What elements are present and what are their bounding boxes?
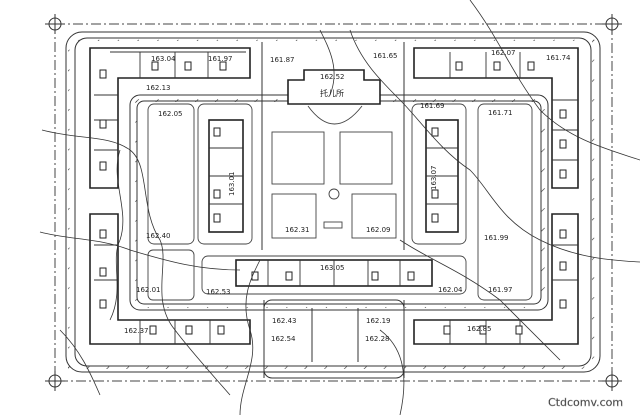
elevation-label: 163.04 (151, 55, 176, 63)
watermark: Ctdcomv.com (548, 396, 623, 409)
building-top-left (89, 47, 251, 189)
elevation-label: 161.71 (488, 109, 513, 117)
elevation-label: 162.54 (271, 335, 296, 343)
elevation-label: 162.43 (272, 317, 297, 325)
elevation-label: 162.04 (438, 286, 463, 294)
elevation-label: 162.37 (124, 327, 149, 335)
kindergarten-building (287, 69, 381, 105)
site-boundary (54, 23, 613, 382)
elevation-label: 162.85 (467, 325, 492, 333)
elevation-label: 161.87 (270, 56, 295, 64)
contour-lines (39, 0, 640, 415)
elevation-label: 162.31 (285, 226, 310, 234)
elevation-label: 162.07 (491, 49, 516, 57)
elevation-label: 161.65 (373, 52, 398, 60)
elevation-label: 161.99 (484, 234, 509, 242)
elevation-label: 161.97 (488, 286, 513, 294)
elevation-label: 162.52 (320, 73, 345, 81)
kindergarten-label: 托儿所 (320, 88, 344, 98)
elevation-labels: 163.04 161.97 161.87 162.52 161.65 162.0… (124, 49, 571, 343)
elevation-label: 162.01 (136, 286, 161, 294)
elevation-label: 162.40 (146, 232, 171, 240)
elevation-label: 162.19 (366, 317, 391, 325)
elevation-label: 163.07 (430, 166, 438, 191)
elevation-label: 161.97 (208, 55, 233, 63)
building-bottom-right (413, 213, 579, 345)
elevation-label: 161.69 (420, 102, 445, 110)
gardens (147, 103, 533, 301)
elevation-label: 162.13 (146, 84, 171, 92)
building-bottom-left (89, 213, 251, 345)
balconies (99, 61, 567, 335)
elevation-label: 162.28 (365, 335, 390, 343)
elevation-label: 162.09 (366, 226, 391, 234)
elevation-label: 161.74 (546, 54, 571, 62)
elevation-label: 163.01 (228, 172, 236, 197)
elevation-label: 162.53 (206, 288, 231, 296)
elevation-label: 163.05 (320, 264, 345, 272)
elevation-label: 162.05 (158, 110, 183, 118)
corner-markers (45, 14, 622, 391)
